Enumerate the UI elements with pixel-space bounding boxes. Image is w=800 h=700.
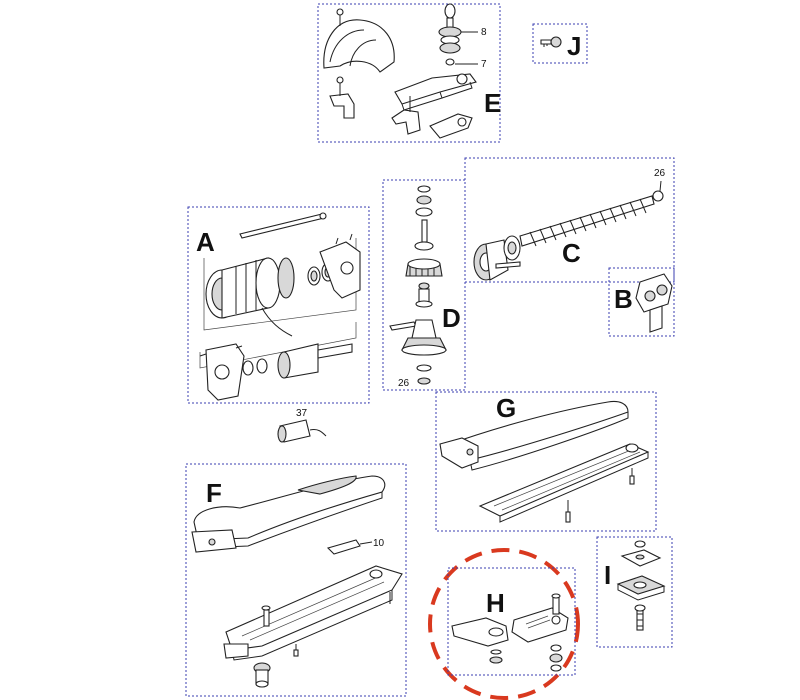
group-h-frame (447, 567, 576, 676)
group-f-frame (185, 463, 407, 697)
group-label-e: E (484, 88, 501, 118)
part-number-8: 8 (481, 27, 487, 38)
group-label-b: B (614, 284, 633, 314)
cable-gland (253, 662, 271, 688)
end-flange-top (319, 233, 361, 299)
lever-plate (394, 73, 477, 111)
group-label-g: G (496, 393, 516, 423)
part-number-10: 10 (373, 538, 385, 549)
part-number-7: 7 (481, 59, 487, 70)
tie-rod (239, 212, 327, 239)
group-j[interactable]: J (532, 23, 588, 64)
motor-stator (205, 257, 295, 337)
group-f[interactable]: F 10 (185, 463, 407, 697)
group-i-frame (596, 536, 673, 648)
part-number-26-c: 26 (654, 168, 666, 179)
connector-bracket (635, 273, 673, 333)
group-g-frame (435, 391, 657, 532)
worm-gear-hub (473, 235, 521, 281)
bracket-left (329, 76, 355, 119)
key-icon (540, 36, 562, 48)
flat-plate-left (451, 617, 509, 647)
clip-10 (326, 539, 373, 555)
small-screw-7 (445, 58, 478, 66)
motor-rotor (242, 343, 353, 379)
highlight-circle-h (428, 548, 580, 700)
hinged-arm (429, 113, 473, 139)
group-b[interactable]: B (608, 267, 675, 337)
group-c[interactable]: 26 C (464, 157, 675, 283)
group-h[interactable]: H (428, 548, 580, 700)
group-d[interactable]: D 26 (382, 179, 466, 391)
top-cover-shell (439, 400, 629, 471)
part-number-37: 37 (296, 408, 308, 419)
group-e[interactable]: 8 7 E (317, 3, 501, 143)
group-label-f: F (206, 478, 222, 508)
group-label-a: A (196, 227, 215, 257)
main-cover (191, 475, 386, 553)
group-g[interactable]: G (435, 391, 657, 532)
clamp-assembly (616, 540, 666, 631)
group-j-frame (532, 23, 588, 64)
group-label-d: D (442, 303, 461, 333)
end-flange-bottom (199, 343, 245, 401)
slotted-plate-right (511, 593, 569, 643)
group-c-frame (464, 157, 675, 283)
part-number-26-d: 26 (398, 378, 410, 389)
group-label-h: H (486, 588, 505, 618)
cap-cover (323, 8, 395, 73)
eye-bolt (438, 3, 478, 54)
group-a-frame (187, 206, 370, 404)
capacitor-37[interactable]: 37 (277, 408, 327, 443)
base-housing (223, 565, 403, 661)
fasteners-h (489, 644, 563, 672)
group-label-c: C (562, 238, 581, 268)
group-label-j: J (567, 31, 581, 61)
base-rail (478, 443, 650, 523)
rotor-guide-lines (199, 322, 357, 369)
group-d-frame (382, 179, 466, 391)
gear-stack-parts (389, 185, 447, 385)
group-i[interactable]: I (596, 536, 673, 648)
worm-screw-shaft (519, 180, 664, 247)
group-b-frame (608, 267, 675, 337)
group-label-i: I (604, 560, 611, 590)
group-a[interactable]: A (187, 206, 370, 404)
clamp-piece (391, 96, 421, 135)
